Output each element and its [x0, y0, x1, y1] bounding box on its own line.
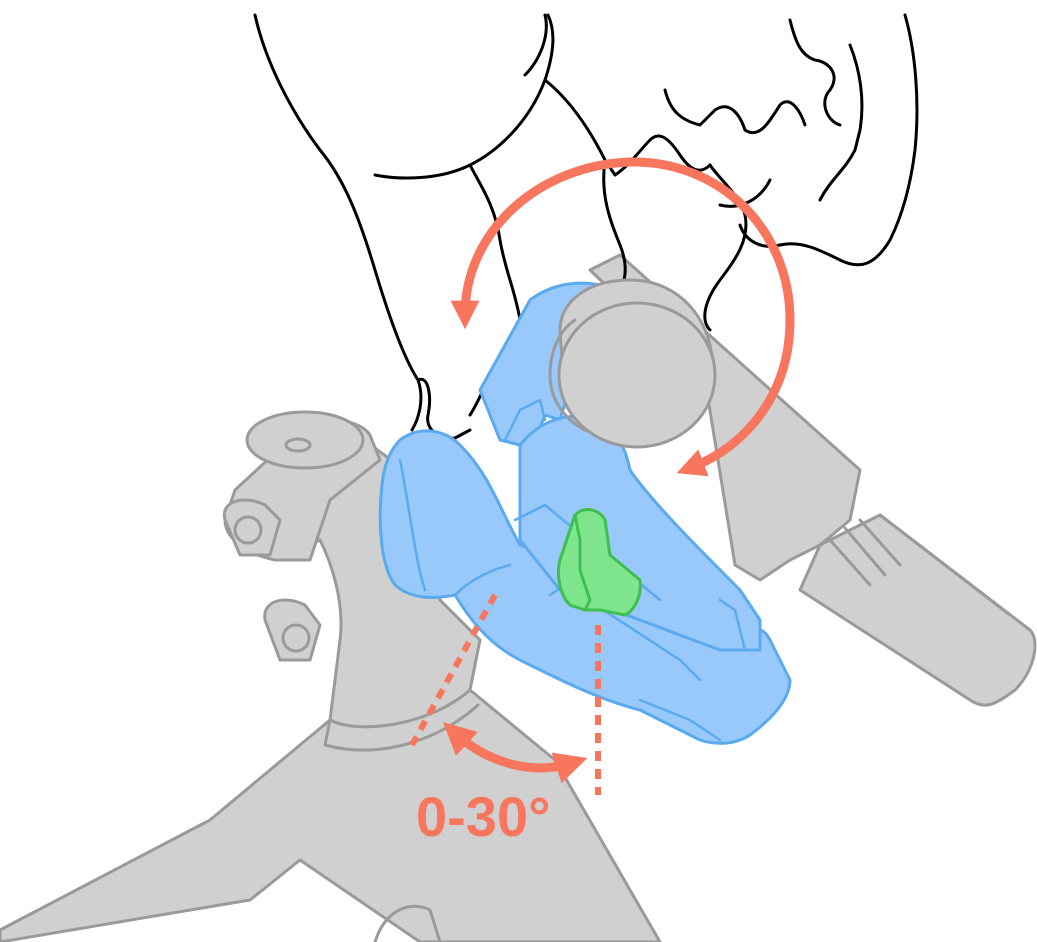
hand-finger-index — [418, 379, 470, 438]
hand-knuckle-2 — [665, 90, 745, 130]
stem-bolt-upper — [235, 517, 261, 543]
hand-outline-left — [255, 15, 421, 430]
knob-face — [559, 303, 715, 447]
hand-outline-right — [780, 15, 917, 265]
hand-knuckle-3 — [745, 102, 805, 133]
frame-down-tube — [0, 690, 660, 942]
stem-bolt-lower — [283, 625, 309, 651]
hand-pinky — [820, 45, 862, 200]
angle-range-label: 0-30° — [416, 785, 550, 848]
hand-wrinkle-1 — [525, 15, 546, 75]
hand-palm-line — [375, 15, 553, 178]
clamp-knob — [550, 280, 715, 447]
